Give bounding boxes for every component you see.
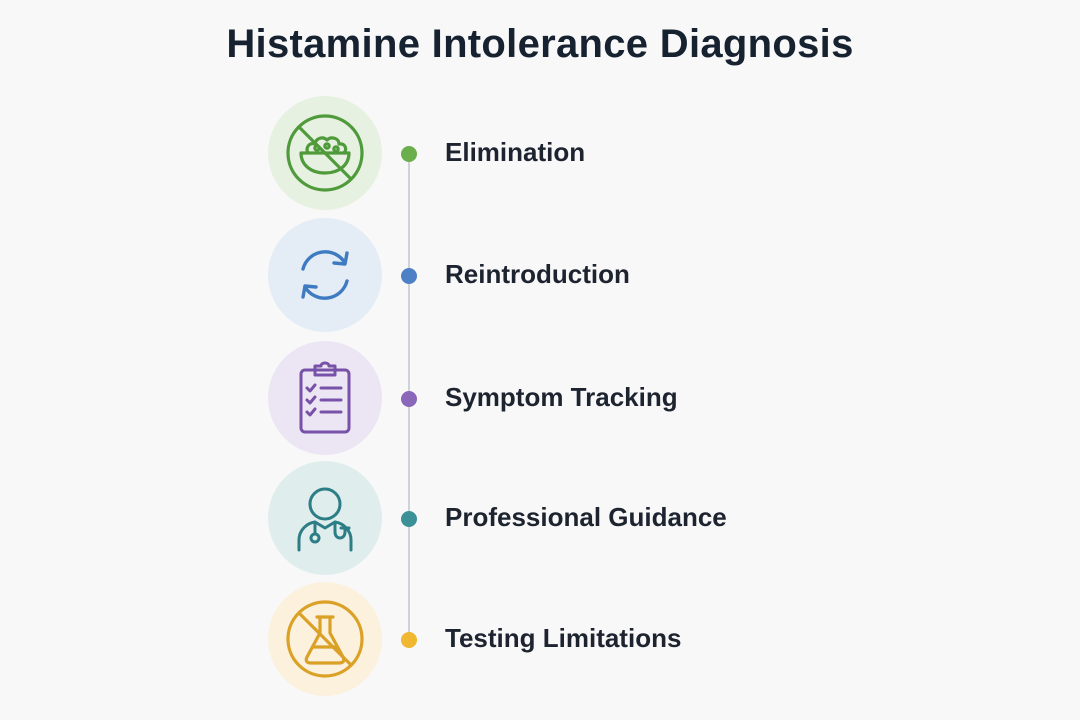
step-reintroduction: Reintroduction bbox=[0, 218, 1080, 334]
step-icon-circle bbox=[268, 582, 382, 696]
page-title: Histamine Intolerance Diagnosis bbox=[226, 22, 854, 66]
refresh-arrows-icon bbox=[301, 250, 349, 300]
step-icon-circle bbox=[268, 218, 382, 332]
step-elimination: Elimination bbox=[0, 96, 1080, 212]
step-testing-limitations: Testing Limitations bbox=[0, 582, 1080, 698]
no-lab-flask-icon bbox=[286, 600, 364, 678]
step-dot bbox=[401, 146, 417, 162]
step-dot bbox=[401, 511, 417, 527]
step-label: Symptom Tracking bbox=[445, 382, 678, 412]
step-dot bbox=[401, 391, 417, 407]
step-icon-circle bbox=[268, 341, 382, 455]
step-label: Testing Limitations bbox=[445, 623, 682, 653]
clipboard-checklist-icon bbox=[299, 361, 351, 434]
step-dot bbox=[401, 632, 417, 648]
step-label: Elimination bbox=[445, 137, 586, 167]
step-icon-circle bbox=[268, 461, 382, 575]
step-label: Reintroduction bbox=[445, 259, 630, 289]
step-symptom-tracking: Symptom Tracking bbox=[0, 341, 1080, 457]
step-icon-circle bbox=[268, 96, 382, 210]
step-dot bbox=[401, 268, 417, 284]
doctor-stethoscope-icon bbox=[297, 487, 353, 552]
step-label: Professional Guidance bbox=[445, 502, 727, 532]
no-food-bowl-icon bbox=[286, 114, 364, 192]
step-professional-guidance: Professional Guidance bbox=[0, 461, 1080, 577]
